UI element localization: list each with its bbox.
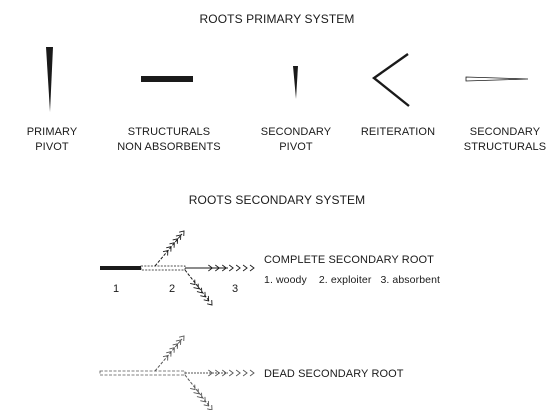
hair-mark — [162, 354, 169, 361]
label-secondary-structurals: SECONDARY STRUCTURALS — [463, 126, 547, 153]
dead-secondary-root-label: DEAD SECONDARY ROOT — [264, 368, 404, 380]
reiteration-symbol — [372, 53, 410, 107]
hair-mark — [203, 400, 210, 407]
complete-secondary-root — [100, 230, 255, 306]
dead-upper-branch — [154, 338, 183, 372]
hair-mark — [203, 295, 210, 302]
absorbent-hairs — [162, 230, 255, 306]
hair-mark — [200, 291, 206, 298]
legend-exploiter: 2. exploiter — [318, 274, 372, 286]
hair-mark — [235, 369, 241, 377]
hair-mark — [172, 343, 179, 349]
hair-mark — [221, 369, 227, 377]
secondary-structurals-symbol — [465, 76, 529, 82]
label-secondary-pivot: SECONDARY PIVOT — [260, 126, 332, 153]
hair-mark — [228, 369, 234, 377]
hair-mark — [242, 264, 248, 272]
hair-mark — [249, 369, 255, 377]
hair-mark — [235, 264, 241, 272]
label-reiteration: REITERATION — [360, 126, 436, 138]
legend-woody: 1. woody — [264, 274, 307, 286]
hair-mark — [200, 396, 206, 403]
segment-number-1: 1 — [113, 283, 120, 295]
hair-mark — [172, 238, 179, 244]
hair-mark — [193, 388, 199, 395]
hair-mark — [190, 279, 196, 286]
hair-mark — [179, 230, 185, 237]
dead-secondary-root — [99, 335, 255, 410]
structurals-symbol — [141, 76, 193, 82]
dead-absorbent-hairs — [162, 335, 255, 410]
hair-mark — [169, 242, 175, 248]
hair-mark — [215, 264, 221, 272]
hair-mark — [175, 339, 182, 345]
segment-number-2: 2 — [169, 283, 176, 295]
hair-mark — [215, 369, 221, 377]
primary-pivot-symbol — [46, 47, 53, 112]
hair-mark — [249, 264, 255, 272]
hair-mark — [208, 264, 214, 272]
secondary-pivot-symbol — [293, 66, 298, 99]
complete-secondary-root-label: COMPLETE SECONDARY ROOT — [264, 254, 434, 266]
upper-branch — [154, 233, 183, 267]
hair-mark — [196, 287, 203, 294]
lower-branch — [184, 269, 211, 303]
complete-root-legend: 1. woody 2. exploiter 3. absorbent — [264, 274, 440, 286]
dead-lower-branch — [184, 374, 211, 408]
legend-absorbent: 3. absorbent — [380, 274, 441, 286]
hair-mark — [166, 246, 172, 252]
label-primary-pivot: PRIMARY PIVOT — [26, 126, 78, 153]
hair-mark — [242, 369, 248, 377]
hair-mark — [162, 249, 169, 256]
dead-main-axis — [99, 370, 186, 376]
primary-system-title: ROOTS PRIMARY SYSTEM — [199, 12, 355, 26]
segment-number-3: 3 — [232, 283, 239, 295]
hair-mark — [193, 283, 199, 290]
hair-mark — [190, 384, 196, 391]
hair-mark — [207, 299, 213, 306]
hair-mark — [208, 369, 214, 377]
hair-mark — [221, 264, 227, 272]
hair-mark — [175, 234, 182, 240]
label-structurals-non-absorbents: STRUCTURALS NON ABSORBENTS — [117, 126, 221, 153]
exploiter-segment — [140, 265, 186, 271]
hair-mark — [166, 351, 172, 357]
woody-segment — [100, 266, 141, 270]
secondary-system-title: ROOTS SECONDARY SYSTEM — [188, 193, 366, 207]
hair-mark — [228, 264, 234, 272]
hair-mark — [207, 404, 213, 410]
hair-mark — [196, 392, 203, 399]
hair-mark — [179, 335, 185, 342]
hair-mark — [169, 347, 175, 353]
